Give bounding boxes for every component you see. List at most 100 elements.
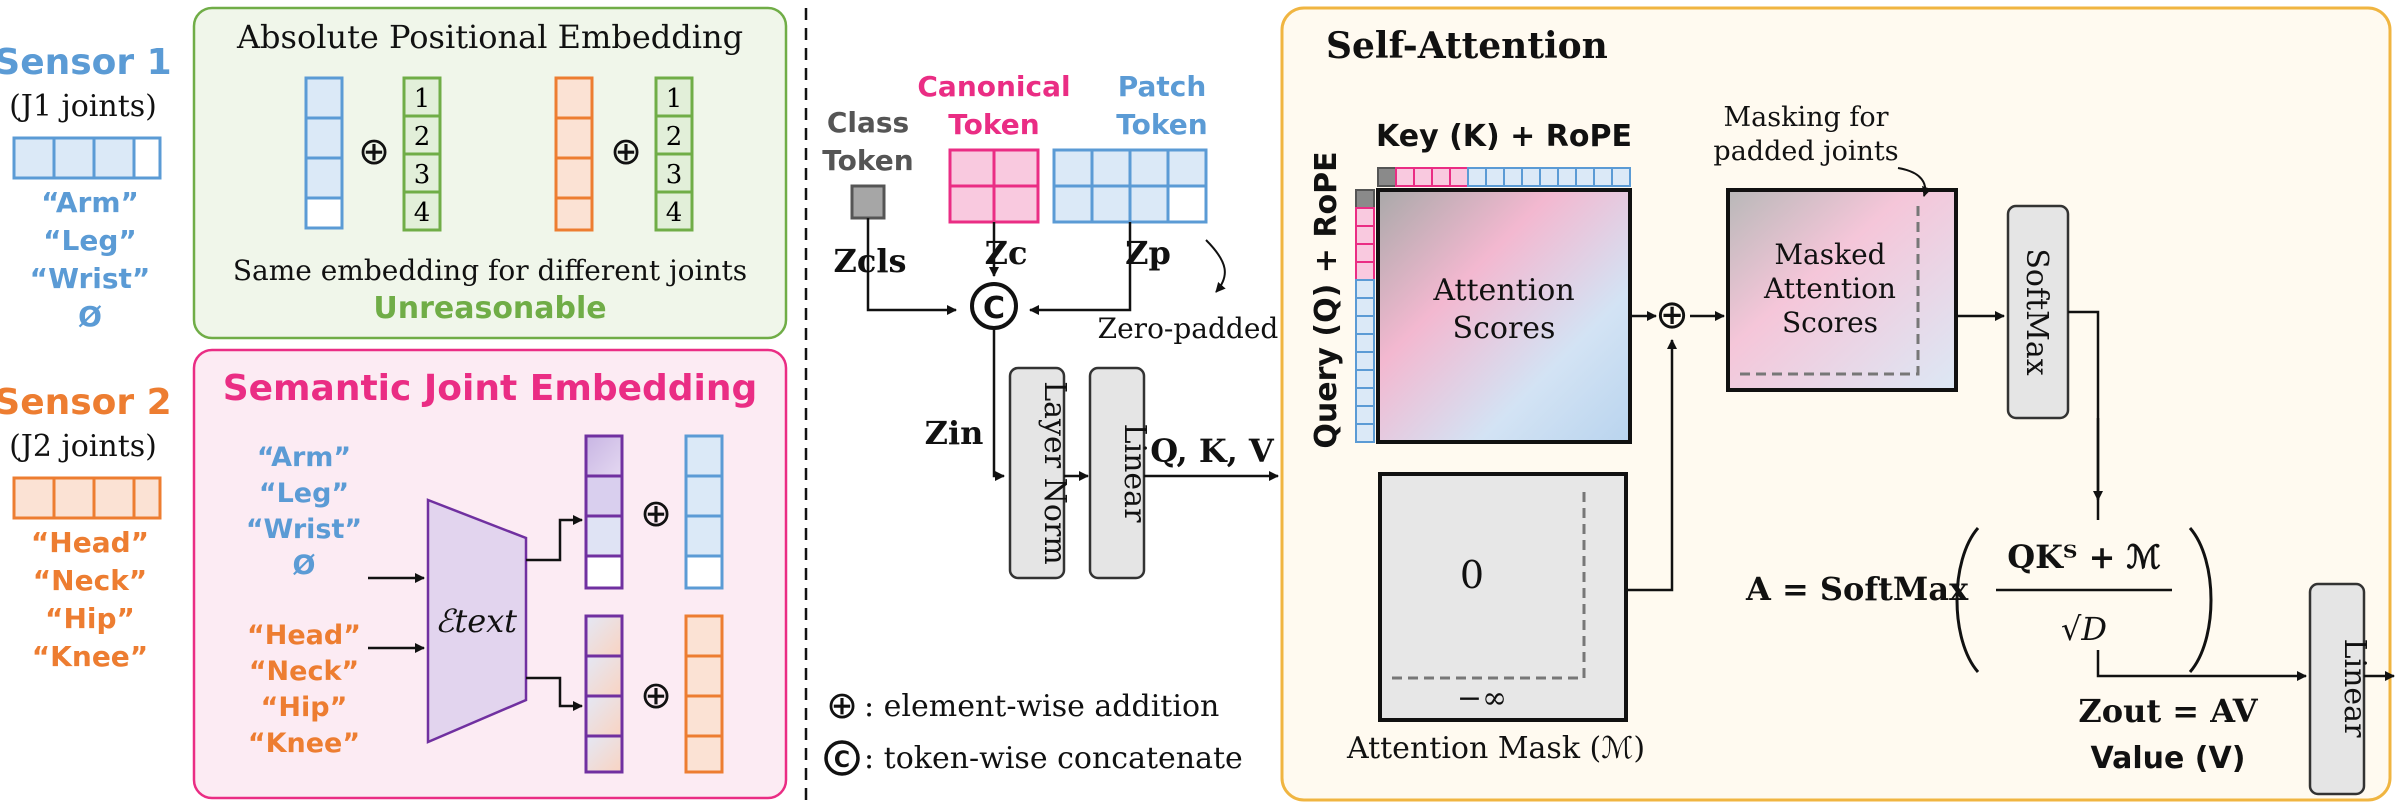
formula-lhs: A = SoftMax — [1745, 570, 1969, 608]
sje-joint-2: “Knee” — [248, 728, 360, 759]
linear-label: Linear — [1117, 424, 1152, 523]
masked-scores-label: Attention — [1763, 272, 1896, 305]
sje-orange-column — [684, 614, 724, 774]
sensor-2-group: Sensor 2 (J2 joints) “Head” “Neck” “Hip”… — [0, 382, 172, 673]
canonical-token-label: Token — [948, 108, 1039, 141]
linear-block — [1088, 366, 1146, 580]
class-token-label: Class — [827, 106, 909, 139]
zero-padded-label: Zero-padded — [1098, 312, 1279, 345]
sensor-1-joint: “Arm” — [41, 186, 139, 219]
masking-note: padded joints — [1713, 136, 1898, 167]
output-linear-block — [2308, 582, 2366, 796]
ape-index: 3 — [666, 160, 683, 190]
sensor-2-joint: “Head” — [31, 526, 149, 559]
output-linear-label: Linear — [2337, 639, 2372, 738]
query-label: Query (Q) + RoPE — [1309, 151, 1344, 448]
sje-panel: Semantic Joint Embedding “Arm” “Leg” “Wr… — [192, 348, 788, 800]
arrow-to-embedding-2 — [526, 676, 583, 711]
sje-joint-1: “Leg” — [259, 478, 349, 509]
sensor-1-joint: “Wrist” — [30, 262, 151, 295]
sje-joint-1: Ø — [293, 550, 316, 581]
add-symbol-icon: ⊕ — [640, 673, 672, 717]
concat-symbol-letter: C — [983, 291, 1005, 326]
sensor-1-joint: Ø — [78, 300, 102, 333]
attention-scores-matrix — [1376, 188, 1632, 444]
z-c-label: Zc — [985, 234, 1028, 272]
sje-embedding-column-1 — [584, 434, 624, 590]
sje-joint-2: “Hip” — [261, 692, 348, 723]
formula-paren-left — [1955, 527, 1980, 673]
tokens-section: Class Token Canonical Token Patch Token … — [822, 70, 1279, 580]
attention-formula: A = SoftMax QKᵀ + ℳ √D — [1745, 527, 2213, 673]
z-out-label: Zout = AV — [2078, 692, 2258, 730]
masked-scores-label: Masked — [1774, 238, 1885, 271]
z-p-label: Zp — [1125, 234, 1171, 272]
ape-index: 1 — [666, 84, 683, 114]
sensor-2-joints-label: (J2 joints) — [9, 429, 157, 464]
masked-padding-boundary — [1740, 206, 1920, 376]
formula-paren-right — [2188, 527, 2213, 673]
mask-neg-inf-value: −∞ — [1457, 681, 1507, 716]
sensor-1-title: Sensor 1 — [0, 42, 172, 83]
sensor-1-cell-empty — [132, 136, 162, 180]
sensor-1-cell — [92, 136, 136, 180]
patch-token-grid — [1052, 148, 1208, 224]
self-attention-title: Self-Attention — [1326, 25, 1608, 67]
sensor-2-token-row — [12, 476, 162, 520]
key-token-row — [1377, 167, 1631, 187]
masked-scores-label: Scores — [1782, 306, 1878, 339]
add-symbol-icon: ⊕ — [640, 491, 672, 535]
formula-numerator: QKᵀ + ℳ — [2007, 538, 2161, 576]
formula-denominator: √D — [2061, 610, 2107, 648]
sje-joint-1: “Wrist” — [246, 514, 362, 545]
canonical-token-grid — [948, 148, 1040, 224]
ape-verdict: Unreasonable — [373, 291, 606, 326]
sensor-1-cell — [12, 136, 56, 180]
ape-index: 2 — [414, 122, 431, 152]
ape-panel-frame — [192, 6, 788, 340]
text-encoder-shape — [426, 498, 528, 744]
attention-scores-label: Attention — [1432, 273, 1574, 308]
sensor-2-cell — [12, 476, 56, 520]
ape-blue-column — [304, 76, 344, 230]
sje-joint-2: “Head” — [247, 620, 361, 651]
layer-norm-block — [1008, 366, 1066, 580]
sensor-1-group: Sensor 1 (J1 joints) “Arm” “Leg” “Wrist”… — [0, 42, 172, 333]
concat-symbol-icon — [824, 740, 860, 776]
class-token-box — [850, 184, 886, 220]
ape-index: 1 — [414, 84, 431, 114]
z-in-label: Zin — [925, 414, 984, 452]
ape-title: Absolute Positional Embedding — [236, 18, 743, 56]
ape-index: 4 — [666, 198, 683, 228]
add-symbol-icon: ⊕ — [610, 129, 642, 173]
canonical-token-label: Canonical — [917, 70, 1070, 103]
add-symbol-icon: ⊕ — [1655, 292, 1689, 338]
ape-index: 4 — [414, 198, 431, 228]
arrow-concat-to-layernorm — [992, 328, 1005, 481]
arrow-patch-to-concat — [1029, 222, 1132, 315]
key-label: Key (K) + RoPE — [1376, 119, 1632, 154]
patch-token-label: Token — [1116, 108, 1207, 141]
sensor-1-token-row — [12, 136, 162, 180]
zero-padded-pointer — [1205, 239, 1226, 293]
sensor-1-cell — [52, 136, 96, 180]
patch-token-label: Patch — [1118, 70, 1207, 103]
legend: ⊕ : element-wise addition C : token-wise… — [824, 683, 1243, 776]
sje-joint-2: “Neck” — [249, 656, 359, 687]
attention-mask-label: Attention Mask (ℳ) — [1346, 731, 1645, 766]
sensor-2-title: Sensor 2 — [0, 382, 172, 423]
legend-add-text: : element-wise addition — [864, 689, 1219, 724]
sensor-2-joint: “Knee” — [32, 640, 148, 673]
text-encoder-label: ℰtext — [435, 602, 517, 640]
sensor-1-joint: “Leg” — [43, 224, 137, 257]
qkv-label: Q, K, V — [1150, 432, 1275, 470]
z-cls-label: Zcls — [833, 242, 906, 280]
mask-zero-value: 0 — [1460, 553, 1484, 597]
sje-joint-1: “Arm” — [257, 442, 351, 473]
sensor-2-cell — [52, 476, 96, 520]
sje-embedding-column-2 — [584, 614, 624, 774]
self-attention-panel: Self-Attention Key (K) + RoPE Query (Q) … — [1280, 6, 2395, 802]
arrow-cls-to-concat — [866, 218, 957, 315]
ape-index: 2 — [666, 122, 683, 152]
